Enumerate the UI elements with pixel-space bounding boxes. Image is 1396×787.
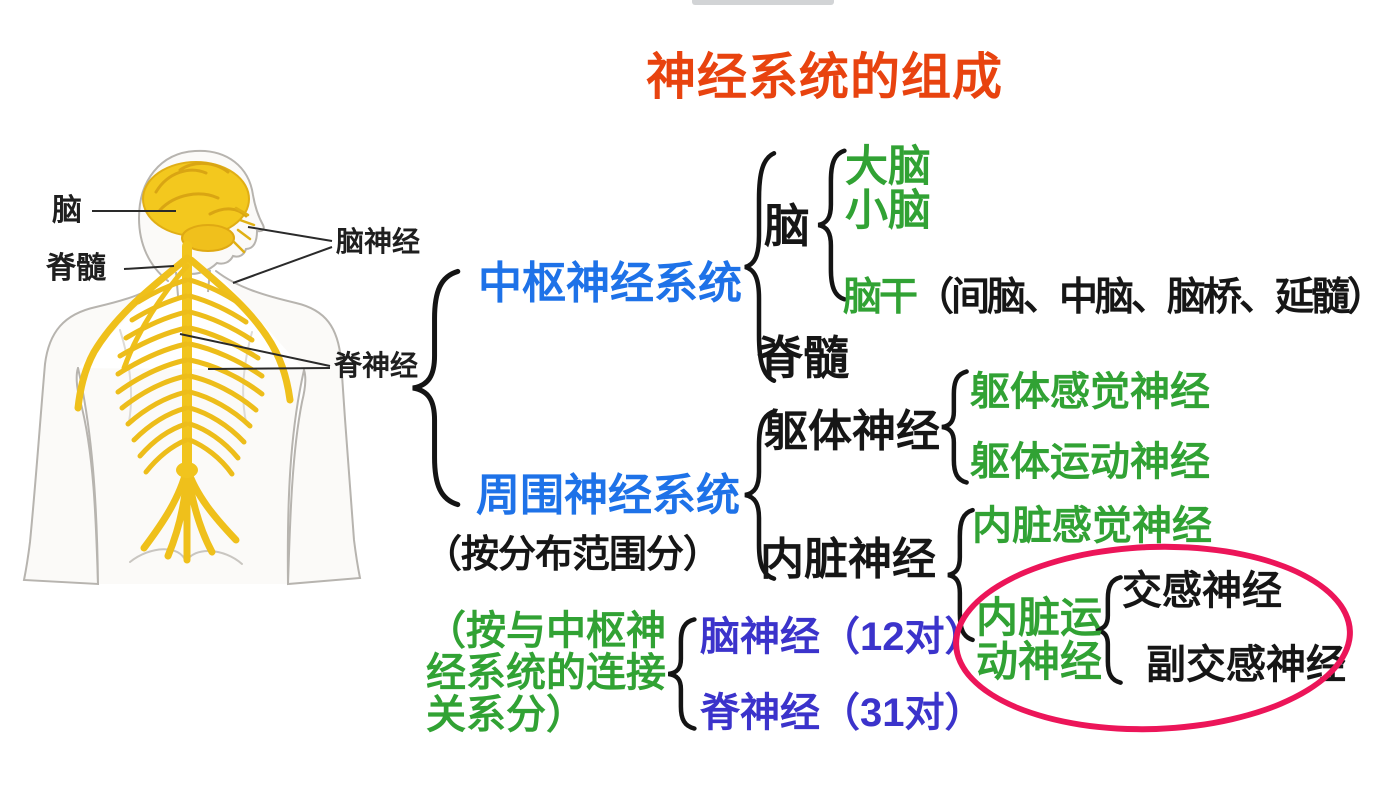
- brain-node: 脑: [764, 200, 810, 252]
- connection-note-line1: （按与中枢神: [426, 609, 666, 653]
- brainstem-name: 脑干: [843, 276, 918, 319]
- figure-label-cranial-nerves: 脑神经: [336, 226, 421, 257]
- cranial-nerves-node: 脑神经（12对）: [700, 615, 985, 659]
- figure-label-spinal-nerves: 脊神经: [334, 350, 419, 381]
- cerebrum-node: 大脑: [845, 143, 931, 191]
- brain-shape: [142, 161, 250, 237]
- connection-note-line2: 经系统的连接: [426, 651, 666, 695]
- main-brace: [402, 264, 464, 512]
- central-system-label: 中枢神经系统: [478, 259, 742, 308]
- cerebellum-shape: [181, 224, 235, 252]
- body-illustration: [22, 149, 362, 586]
- peripheral-system-label: 周围神经系统: [476, 471, 740, 520]
- spinal-nerves-node: 脊神经（31对）: [700, 691, 985, 735]
- visceral-motor-brace: [1090, 574, 1124, 686]
- visceral-node: 内脏神经: [760, 535, 936, 584]
- figure-pointer-lines: [92, 210, 333, 370]
- cerebellum-node: 小脑: [845, 187, 931, 235]
- nervous-system-shapes: [74, 161, 294, 564]
- peripheral-note: （按分布范围分）: [424, 534, 721, 576]
- brainstem-detail: （间脑、中脑、脑桥、延髓）: [915, 276, 1386, 319]
- cropped-top-artifact: [692, 0, 834, 5]
- parasympathetic-node: 副交感神经: [1146, 643, 1346, 687]
- brain-brace: [812, 146, 848, 304]
- sympathetic-node: 交感神经: [1122, 569, 1282, 613]
- brainstem-node: 脑干（间脑、中脑、脑桥、延髓）: [843, 276, 1386, 319]
- highlight-oval: [949, 537, 1357, 739]
- somatic-brace: [936, 368, 970, 486]
- visceral-motor-line1: 内脏运: [976, 594, 1103, 641]
- visceral-brace: [942, 506, 976, 644]
- somatic-sensory-node: 躯体感觉神经: [970, 370, 1210, 414]
- visceral-motor-line2: 动神经: [976, 638, 1103, 685]
- connection-note-line3: 关系分）: [426, 693, 586, 737]
- central-brace: [738, 146, 778, 388]
- somatic-node: 躯体神经: [764, 407, 940, 456]
- figure-label-spinal-cord: 脊髓: [46, 252, 106, 285]
- connection-brace: [662, 616, 698, 732]
- visceral-sensory-node: 内脏感觉神经: [972, 504, 1212, 548]
- figure-label-brain: 脑: [52, 194, 82, 227]
- nerve-branches: [115, 277, 265, 477]
- page-title: 神经系统的组成: [646, 49, 1003, 105]
- peripheral-brace: [738, 406, 778, 584]
- spinal-cord-node: 脊髓: [757, 332, 849, 384]
- somatic-motor-node: 躯体运动神经: [970, 440, 1210, 484]
